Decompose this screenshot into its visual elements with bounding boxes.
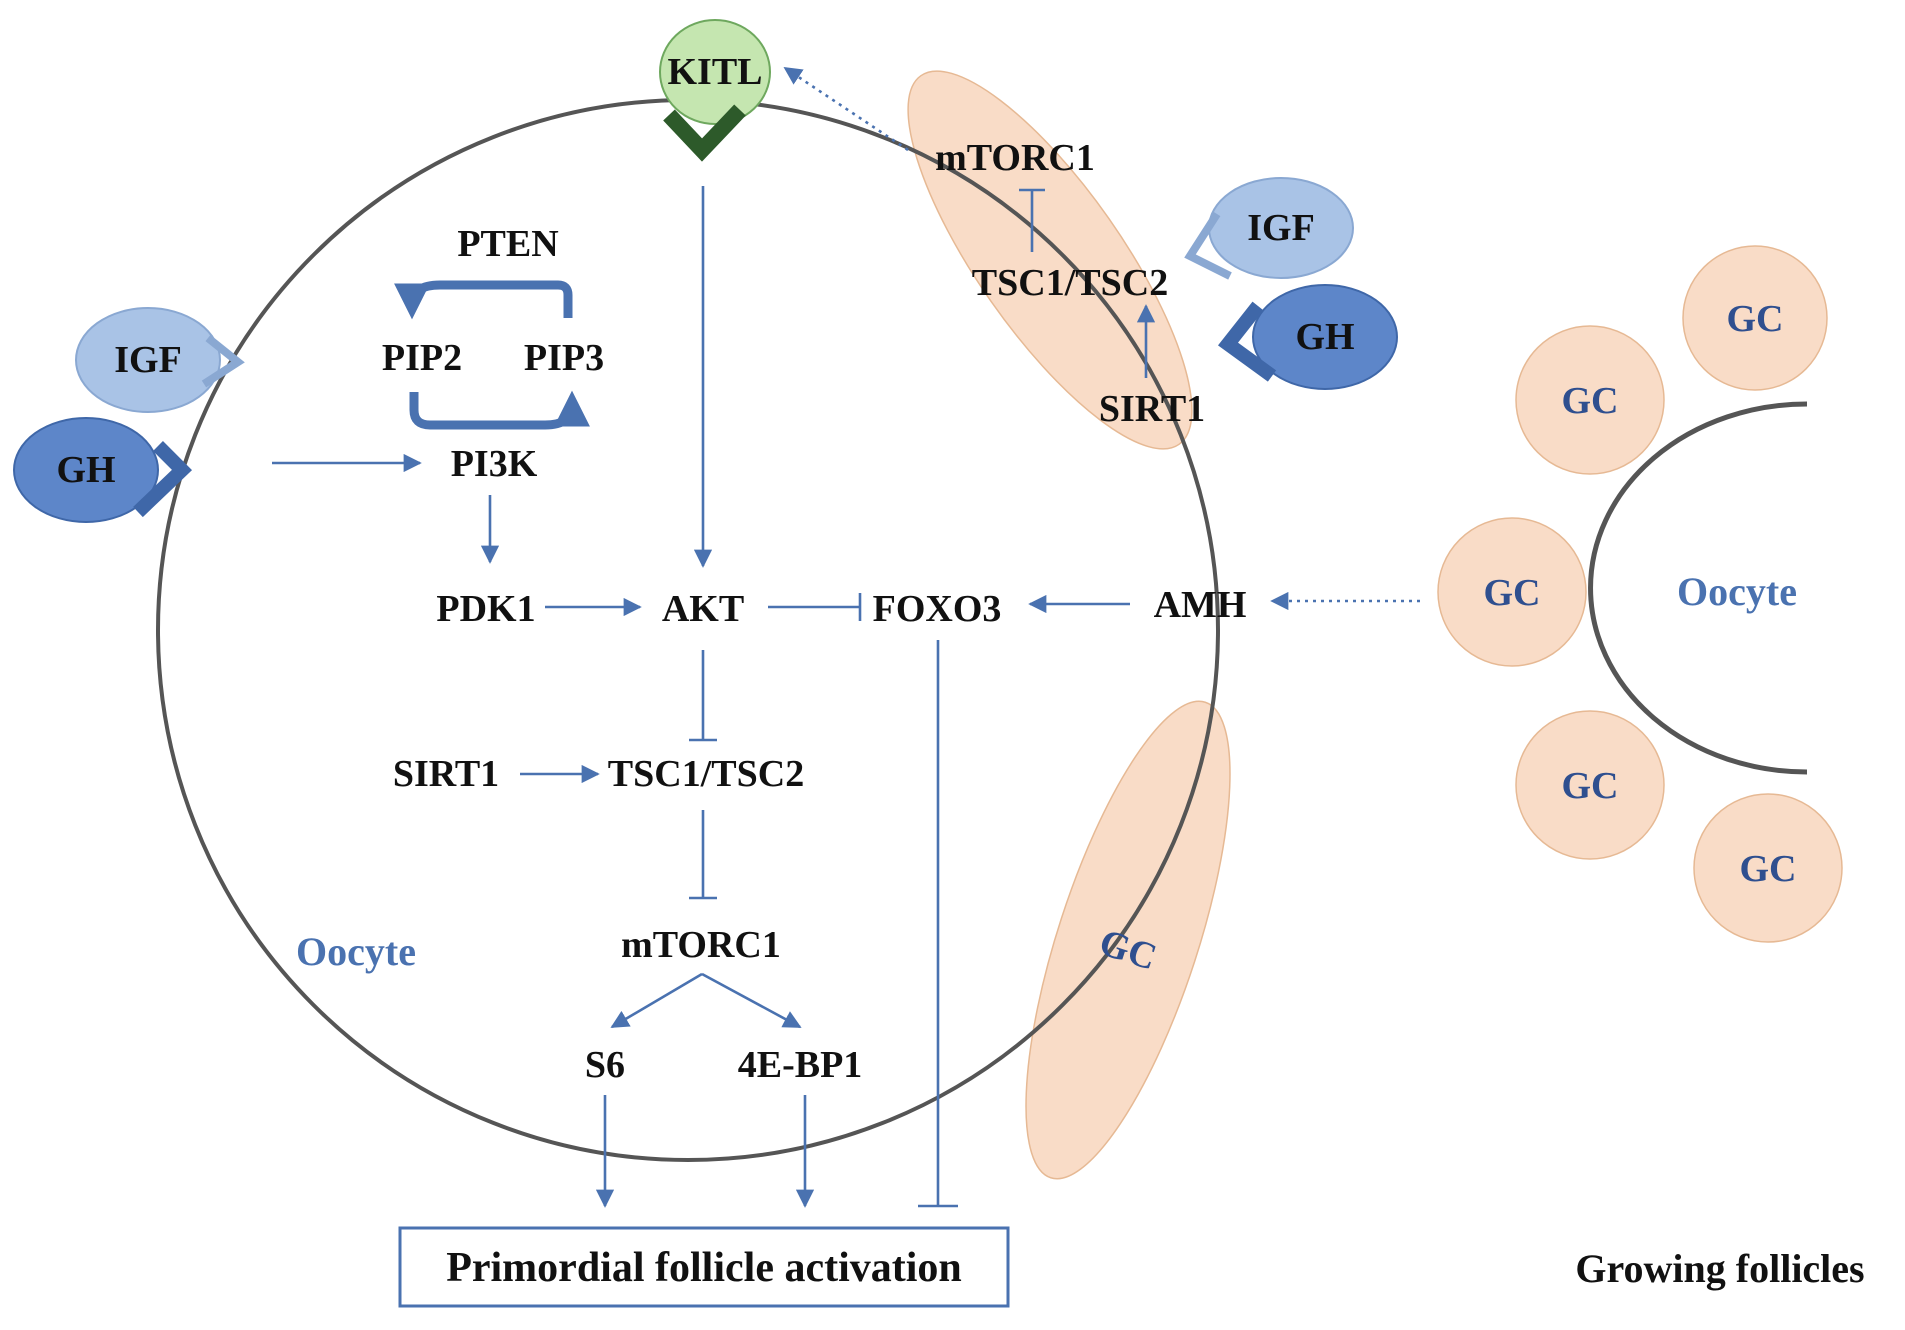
gh-ligand-left [13, 417, 159, 523]
amh-label: AMH [1154, 584, 1247, 626]
kitl-label: KITL [667, 51, 762, 93]
igf-receptor-left-icon [201, 334, 245, 388]
gh-left-label: GH [56, 449, 115, 491]
growing-gc-label-1: GC [1727, 298, 1784, 340]
igf-ligand-left [75, 307, 221, 413]
growing-follicle-gc-3 [1437, 517, 1587, 667]
oocyte-label: Oocyte [296, 929, 416, 974]
4ebp1-label: 4E-BP1 [738, 1044, 863, 1086]
gc-tsc-label: TSC1/TSC2 [972, 262, 1168, 304]
outcome-label: Primordial follicle activation [446, 1245, 962, 1291]
igf-right-label: IGF [1247, 207, 1315, 249]
growing-follicles-caption: Growing follicles [1575, 1246, 1864, 1291]
pten-arrow [394, 280, 573, 320]
tsc-label: TSC1/TSC2 [608, 753, 804, 795]
growing-follicle-gc-5 [1693, 793, 1843, 943]
sirt1-label: SIRT1 [393, 753, 499, 795]
kitl-ligand [659, 19, 771, 125]
pi3k-arrow [409, 390, 590, 430]
growing-follicle-oocyte-arc [1588, 401, 1808, 775]
growing-follicle-gc-4 [1515, 710, 1665, 860]
gc-mtorc1-label: mTORC1 [935, 137, 1095, 179]
gc-mtorc1-to-kitl-dotted-arrow [783, 66, 909, 152]
pten-label: PTEN [457, 223, 558, 265]
gh-right-label: GH [1295, 316, 1354, 358]
growing-gc-label-5: GC [1740, 848, 1797, 890]
igf-receptor-right-icon [1184, 211, 1232, 280]
gh-ligand-right [1252, 284, 1398, 390]
s6-label: S6 [585, 1044, 625, 1086]
growing-gc-label-3: GC [1484, 572, 1541, 614]
igf-left-label: IGF [114, 339, 182, 381]
foxo3-label: FOXO3 [873, 588, 1002, 630]
pdk1-label: PDK1 [436, 588, 535, 630]
growing-gc-label-4: GC [1562, 765, 1619, 807]
gc-sirt1-label: SIRT1 [1099, 388, 1205, 430]
mtorc1-to-4ebp1-arrow [701, 972, 802, 1029]
mtorc1-label: mTORC1 [621, 924, 781, 966]
gh-receptor-left-icon [133, 441, 193, 518]
pi3k-label: PI3K [451, 443, 538, 485]
granulosa-cell-upper [907, 70, 1193, 450]
akt-label: AKT [662, 588, 744, 630]
growing-follicle-gc-2 [1515, 325, 1665, 475]
granulosa-cell-lower [1025, 700, 1231, 1180]
pip2-label: PIP2 [382, 337, 462, 379]
gh-receptor-right-icon [1217, 301, 1277, 382]
pip3-label: PIP3 [524, 337, 604, 379]
growing-gc-label-2: GC [1562, 380, 1619, 422]
mtorc1-to-s6-arrow [610, 972, 703, 1029]
growing-oocyte-label: Oocyte [1677, 569, 1797, 614]
growing-follicle-gc-1 [1682, 245, 1828, 391]
kitl-receptor-icon [663, 104, 746, 162]
outcome-box [398, 1226, 1010, 1308]
